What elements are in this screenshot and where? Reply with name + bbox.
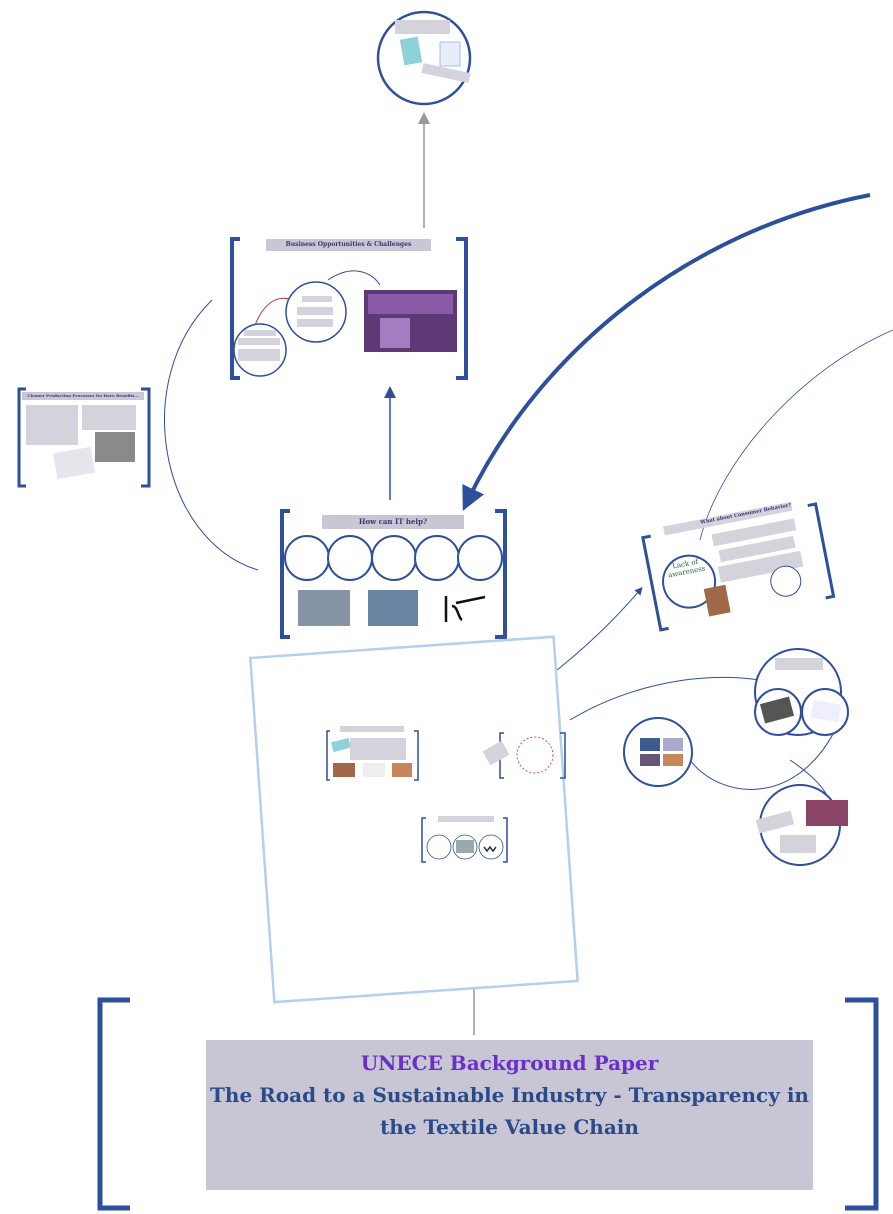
business-frame[interactable] <box>230 237 468 380</box>
it-help-title: How can IT help? <box>322 515 464 529</box>
right-circle-content <box>640 658 848 853</box>
it-help-circles <box>284 535 503 581</box>
it-help-images <box>298 590 488 626</box>
top-circle-frame[interactable] <box>376 10 472 106</box>
business-frame-title: Business Opportunities & Challenges <box>266 239 431 251</box>
overview-frame-content <box>326 726 566 863</box>
title-card-line2: The Road to a Sustainable Industry - Tra… <box>210 1083 809 1107</box>
cleaner-frame-title: Cleaner Production Processes Do Have Ben… <box>22 392 144 400</box>
it-help-frame[interactable] <box>280 509 507 639</box>
title-card-line1: UNECE Background Paper <box>360 1051 659 1075</box>
title-brackets <box>97 997 879 1211</box>
cleaner-frame[interactable] <box>17 387 151 488</box>
overview-frame[interactable] <box>248 635 579 1004</box>
business-frame-content <box>233 270 457 377</box>
consumer-frame[interactable] <box>641 497 836 632</box>
title-card-line3: the Textile Value Chain <box>380 1115 639 1139</box>
title-card[interactable]: UNECE Background Paper The Road to a Sus… <box>206 1040 813 1190</box>
cleaner-frame-content <box>22 392 144 480</box>
